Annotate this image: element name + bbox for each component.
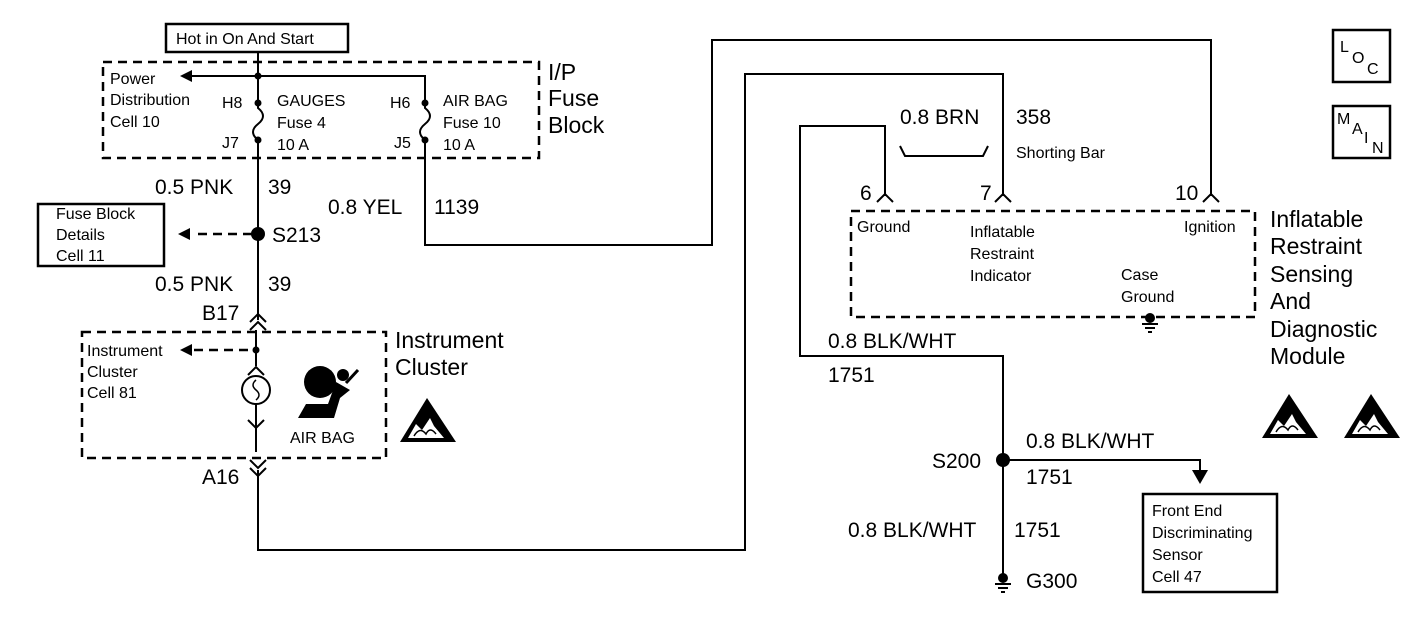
splice-points <box>251 72 1010 467</box>
feds-label-4: Cell 47 <box>1152 569 1202 586</box>
fuse-block-details-label-3: Cell 11 <box>56 248 105 265</box>
main-letter-i: I <box>1364 130 1368 147</box>
circuit-1751-label-2: 1751 <box>1026 466 1073 489</box>
sdm-title-3: Sensing <box>1270 261 1353 287</box>
ic-ref-label-1: Instrument <box>87 343 163 360</box>
loc-letter-l: L <box>1340 39 1349 56</box>
connector-a16-label: A16 <box>202 466 239 489</box>
feds-box <box>1141 492 1279 594</box>
circuit-1139-label: 1139 <box>434 196 479 219</box>
ip-fuse-block: Power Distribution Cell 10 H8 J7 GAUGES … <box>110 59 605 154</box>
pin-6-label: 6 <box>860 182 872 205</box>
wire-brn-label: 0.8 BRN <box>900 106 979 129</box>
case-ground-label-2: Ground <box>1121 289 1174 306</box>
indicator-pin-label-1: Inflatable <box>970 224 1035 241</box>
j5-label: J5 <box>394 135 411 152</box>
gauges-fuse-label: Fuse 4 <box>277 115 326 132</box>
ic-title-1: Instrument <box>395 327 504 353</box>
esd-warning-icon <box>399 397 457 443</box>
gauges-label: GAUGES <box>277 93 345 110</box>
wires <box>178 39 1212 574</box>
main-letter-n: N <box>1372 140 1384 157</box>
airbag-occupant-icon <box>298 366 360 418</box>
airbag-lamp-label: AIR BAG <box>290 430 355 447</box>
wire-blkwht-label-3: 0.8 BLK/WHT <box>848 519 977 542</box>
ic-ref-label-2: Cluster <box>87 364 138 381</box>
loc-letter-o: O <box>1352 50 1364 67</box>
wire-blkwht-label-1: 0.8 BLK/WHT <box>828 330 957 353</box>
main-letter-m: M <box>1337 111 1350 128</box>
splice-s200-label: S200 <box>932 450 981 473</box>
pdc-label-3: Cell 10 <box>110 114 160 131</box>
ground-g300-label: G300 <box>1026 570 1077 593</box>
circuit-39-label-1: 39 <box>268 176 291 199</box>
h6-label: H6 <box>390 95 411 112</box>
circuit-1751-label-1: 1751 <box>828 364 875 387</box>
sdm-outline <box>849 209 1257 319</box>
hot-in-on-start-label: Hot in On And Start <box>176 31 314 48</box>
airbag-fuse-label: AIR BAG <box>443 93 508 110</box>
wire-yel-label: 0.8 YEL <box>328 196 402 219</box>
sdm-title-1: Inflatable <box>1270 206 1363 232</box>
ground-pin-label: Ground <box>857 219 910 236</box>
shorting-bar-label: Shorting Bar <box>1016 145 1106 162</box>
ground-symbol-icon <box>994 572 1012 593</box>
ip-title-3: Block <box>548 112 605 138</box>
connector-b17-label: B17 <box>202 302 239 325</box>
indicator-pin-label-2: Restraint <box>970 246 1035 263</box>
indicator-pin-label-3: Indicator <box>970 268 1032 285</box>
wire-pnk-label-2: 0.5 PNK <box>155 273 233 296</box>
pdc-label-1: Power <box>110 71 156 88</box>
airbag-fuse-amp-label: 10 A <box>443 137 475 154</box>
esd-warning-icon <box>1261 393 1319 439</box>
sdm-title-6: Module <box>1270 343 1345 369</box>
wire-pnk-label-1: 0.5 PNK <box>155 176 233 199</box>
bulb-icon <box>241 375 271 405</box>
ignition-pin-label: Ignition <box>1184 219 1236 236</box>
splice-s213-label: S213 <box>272 224 321 247</box>
sdm-title-2: Restraint <box>1270 233 1363 259</box>
feds-label-1: Front End <box>1152 503 1222 520</box>
ic-ref-label-3: Cell 81 <box>87 385 137 402</box>
sdm-title-5: Diagnostic <box>1270 316 1377 342</box>
ip-fuse-block-outline <box>101 60 541 160</box>
loc-letter-c: C <box>1367 61 1379 78</box>
esd-warning-icon <box>1343 393 1401 439</box>
ic-title-2: Cluster <box>395 354 468 380</box>
instrument-cluster-outline <box>80 330 388 460</box>
h8-label: H8 <box>222 95 243 112</box>
hot-in-on-start-box <box>164 22 350 54</box>
main-button[interactable] <box>1331 104 1392 160</box>
pin-7-label: 7 <box>980 182 992 205</box>
fuse-block-details-label-1: Fuse Block <box>56 206 136 223</box>
connector-symbols <box>247 192 1220 478</box>
loc-button[interactable] <box>1331 28 1392 84</box>
pin-10-label: 10 <box>1175 182 1198 205</box>
sdm-title-4: And <box>1270 288 1311 314</box>
wire-blkwht-label-2: 0.8 BLK/WHT <box>1026 430 1155 453</box>
circuit-358-label: 358 <box>1016 106 1051 129</box>
j7-label: J7 <box>222 135 239 152</box>
main-letter-a: A <box>1352 121 1363 138</box>
circuit-39-label-2: 39 <box>268 273 291 296</box>
ip-title-2: Fuse <box>548 85 599 111</box>
feds-label-3: Sensor <box>1152 547 1203 564</box>
feds-label-2: Discriminating <box>1152 525 1252 542</box>
ip-title-1: I/P <box>548 59 576 85</box>
case-ground-label-1: Case <box>1121 267 1158 284</box>
instrument-cluster: Instrument Cluster Cell 81 AIR BAG Instr… <box>87 327 504 447</box>
pdc-label-2: Distribution <box>110 92 190 109</box>
fuse-block-details-label-2: Details <box>56 227 105 244</box>
gauges-amp-label: 10 A <box>277 137 309 154</box>
circuit-1751-label-3: 1751 <box>1014 519 1061 542</box>
fuse-block-details-box <box>36 202 166 268</box>
airbag-fuse-num-label: Fuse 10 <box>443 115 501 132</box>
